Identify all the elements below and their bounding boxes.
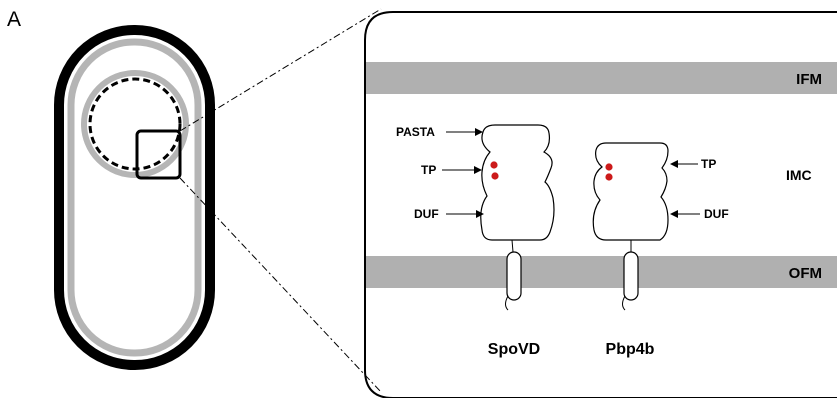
outer-forespore-membrane-band bbox=[365, 256, 837, 288]
zoom-connector-top bbox=[179, 8, 382, 132]
pbp4b-name: Pbp4b bbox=[606, 341, 655, 358]
zoom-connector-bottom bbox=[179, 177, 382, 393]
inner-forespore-membrane-band bbox=[365, 62, 837, 94]
ofm-label: OFM bbox=[789, 265, 822, 282]
spovd-tm-helix bbox=[506, 251, 522, 301]
mother-cell-membrane bbox=[67, 38, 202, 357]
pbp4b-tm-helix bbox=[623, 251, 639, 301]
spovd-domains bbox=[480, 124, 555, 241]
pbp4b-active-site-1 bbox=[605, 163, 613, 171]
spovd-active-site-1 bbox=[490, 161, 498, 169]
ifm-label: IFM bbox=[796, 71, 822, 88]
mother-cell-wall bbox=[54, 25, 215, 370]
forespore-outer-ring bbox=[81, 70, 189, 178]
imc-label: IMC bbox=[786, 167, 812, 183]
pbp4b-active-site-2 bbox=[605, 173, 613, 181]
cell-schematic bbox=[54, 25, 215, 370]
panel-label: A bbox=[7, 8, 21, 31]
zoom-panel: IFM OFM IMC PASTA TP DUF bbox=[364, 11, 837, 398]
zoom-region-box bbox=[135, 129, 182, 180]
spovd-protein bbox=[480, 124, 555, 311]
pbp4b-tp-label: TP bbox=[701, 157, 716, 171]
pbp4b-domains bbox=[592, 142, 669, 241]
spovd-duf-label: DUF bbox=[414, 207, 439, 221]
spovd-tp-label: TP bbox=[421, 163, 436, 177]
forespore-dashed-ring bbox=[88, 77, 182, 171]
spovd-name: SpoVD bbox=[488, 341, 540, 358]
spovd-pasta-label: PASTA bbox=[396, 125, 435, 139]
zoom-panel-border bbox=[364, 11, 837, 398]
pbp4b-duf-label: DUF bbox=[704, 207, 729, 221]
pbp4b-protein bbox=[592, 142, 669, 311]
spovd-active-site-2 bbox=[491, 172, 499, 180]
